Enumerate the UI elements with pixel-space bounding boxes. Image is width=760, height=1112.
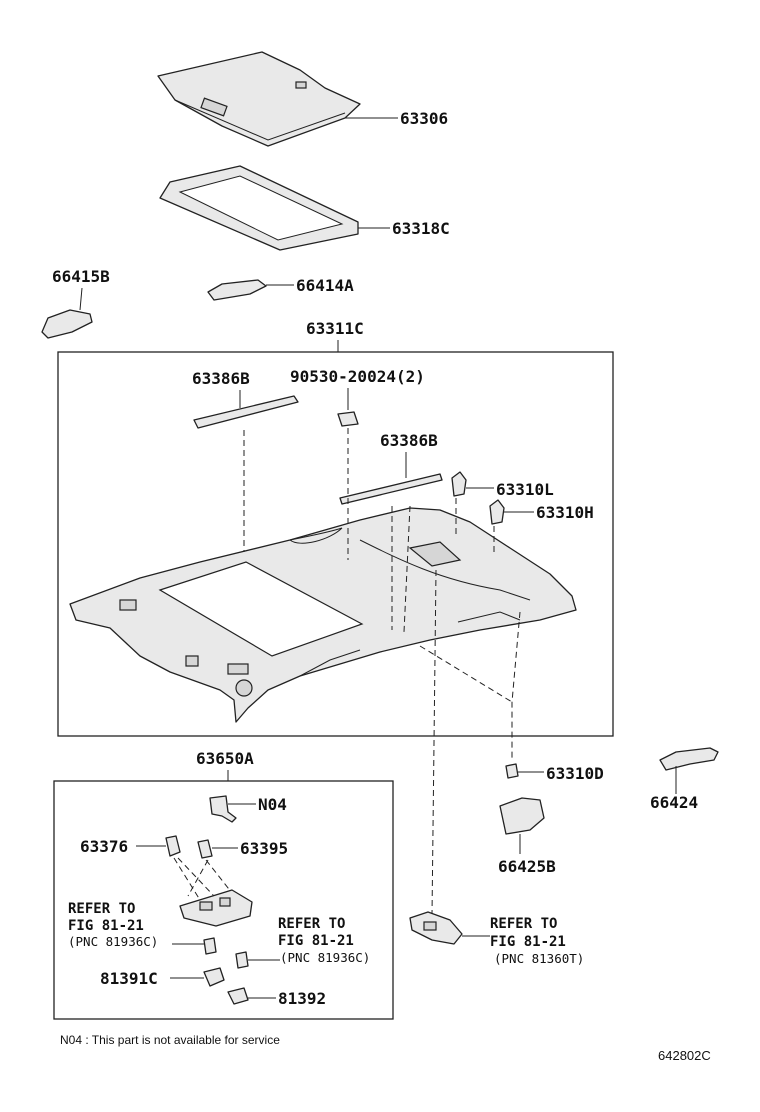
label-63650a: 63650A: [196, 749, 254, 768]
label-63376: 63376: [80, 837, 128, 856]
refer-1-line3: (PNC 81936C): [68, 934, 158, 949]
clip-left-part: [41, 309, 93, 339]
n04-part: [209, 795, 237, 823]
holder-d-part: [505, 763, 519, 779]
sunroof-seal-part: [159, 165, 359, 251]
headliner-part: [69, 507, 577, 723]
label-63386b-front: 63386B: [192, 369, 250, 388]
label-63310l: 63310L: [496, 480, 554, 499]
roof-lamp-part: [179, 889, 253, 927]
refer-3-line2: FIG 81-21: [490, 934, 566, 950]
refer-1-line1: REFER TO: [68, 901, 135, 917]
label-66425b: 66425B: [498, 857, 556, 876]
label-90530: 90530-20024(2): [290, 367, 425, 386]
cover-part: [227, 987, 249, 1005]
refer-3-line3: (PNC 81360T): [494, 951, 584, 966]
label-66414a: 66414A: [296, 276, 354, 295]
leader-line: [79, 287, 83, 311]
refer-3-line1: REFER TO: [490, 916, 557, 932]
label-63311c: 63311C: [306, 319, 364, 338]
bracket-right-part: [659, 747, 719, 771]
bracket-b-part: [499, 797, 545, 835]
map-lamp-part: [409, 911, 463, 945]
screw-b-part: [197, 839, 213, 859]
label-63318c: 63318C: [392, 219, 450, 238]
screw-a-part: [165, 835, 181, 857]
headliner-box: [57, 351, 614, 737]
refer-2-line1: REFER TO: [278, 916, 345, 932]
holder-right-part: [489, 499, 505, 525]
diagram-code: 642802C: [658, 1048, 711, 1063]
cover-c-part: [203, 967, 225, 987]
bulb-part: [235, 951, 249, 969]
refer-2-line2: FIG 81-21: [278, 933, 354, 949]
lamp-box: [53, 780, 394, 1020]
label-63395: 63395: [240, 839, 288, 858]
strip-front-part: [193, 395, 299, 429]
label-63386b-rear: 63386B: [380, 431, 438, 450]
label-63310d: 63310D: [546, 764, 604, 783]
label-66415b: 66415B: [52, 267, 110, 286]
clip-bolt-part: [337, 411, 359, 427]
refer-1-line2: FIG 81-21: [68, 918, 144, 934]
bracket-upper-part: [207, 279, 267, 301]
holder-left-part: [451, 471, 467, 497]
bulb-part: [203, 937, 217, 955]
label-66424: 66424: [650, 793, 698, 812]
footnote: N04 : This part is not available for ser…: [60, 1033, 280, 1047]
sunshade-part: [157, 51, 361, 147]
label-63310h: 63310H: [536, 503, 594, 522]
refer-2-line3: (PNC 81936C): [280, 950, 370, 965]
label-63306: 63306: [400, 109, 448, 128]
label-81392: 81392: [278, 989, 326, 1008]
label-81391c: 81391C: [100, 969, 158, 988]
label-n04: N04: [258, 795, 287, 814]
strip-rear-part: [339, 473, 443, 505]
